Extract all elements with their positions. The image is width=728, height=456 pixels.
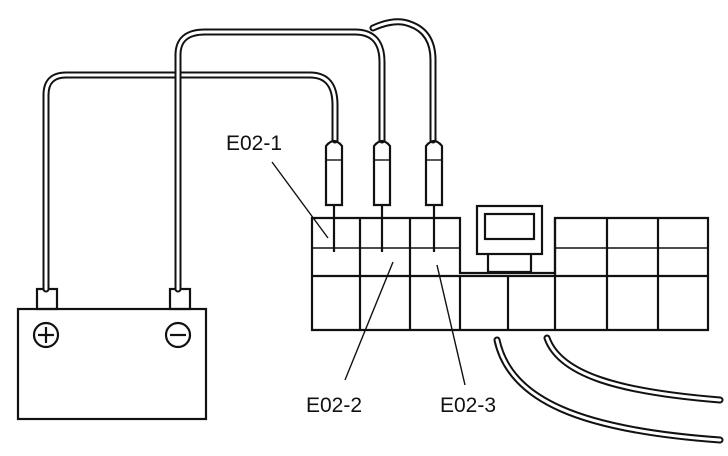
connector-outline	[310, 216, 710, 332]
minus-icon	[164, 321, 192, 349]
label-e02-1: E02-1	[226, 132, 282, 155]
leader-line-e02-3	[436, 264, 466, 386]
battery-negative-post	[168, 287, 192, 311]
connector-lock-tab	[475, 204, 544, 256]
probe-2	[372, 139, 392, 252]
battery-body	[16, 307, 208, 421]
leader-line-e02-1	[271, 161, 329, 239]
test-lead-negative	[174, 28, 386, 293]
label-e02-3: E02-3	[440, 394, 496, 417]
connector	[310, 204, 710, 332]
label-e02-2: E02-2	[306, 394, 362, 417]
battery	[16, 287, 208, 421]
probe-3	[424, 139, 444, 252]
leader-line-e02-2	[344, 261, 394, 381]
plus-icon	[32, 321, 60, 349]
test-lead-positive	[42, 71, 339, 293]
harness-wires	[493, 334, 724, 444]
probe-1	[324, 139, 344, 252]
test-lead-third	[369, 18, 437, 144]
